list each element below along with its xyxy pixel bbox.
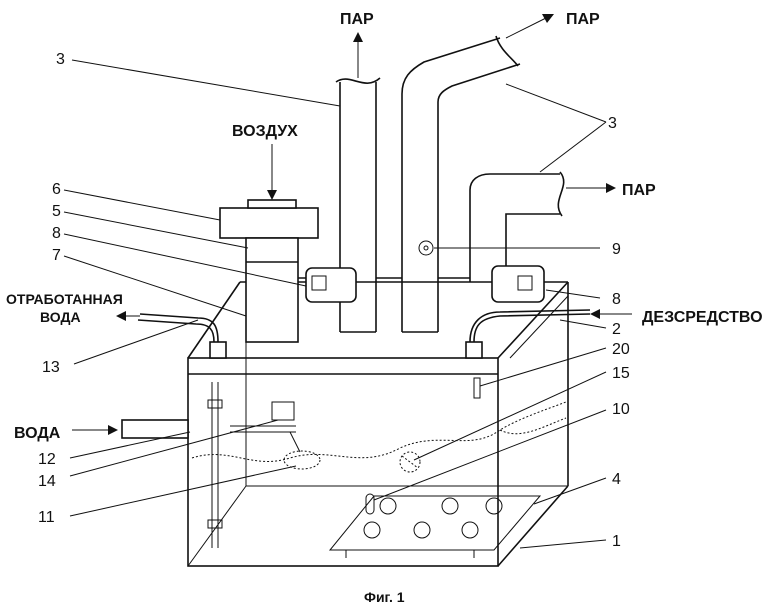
ref-14: 14 <box>38 473 56 490</box>
ref-6: 6 <box>52 181 61 198</box>
waste-hose <box>140 314 218 342</box>
leader-lines <box>64 60 606 548</box>
fan-icon <box>419 241 433 255</box>
ref-2: 2 <box>612 321 621 338</box>
fitting-20 <box>474 378 480 398</box>
arrow-icon <box>72 14 632 435</box>
filter-tray <box>330 496 540 558</box>
tank <box>188 282 568 566</box>
label-steam-top-right: ПАР <box>566 11 600 28</box>
ref-3b: 3 <box>608 115 617 132</box>
ref-12: 12 <box>38 451 56 468</box>
label-waste-water-2: ВОДА <box>40 309 81 325</box>
ref-8b: 8 <box>612 291 621 308</box>
ref-13: 13 <box>42 359 60 376</box>
ref-20: 20 <box>612 341 630 358</box>
connector-right <box>466 342 482 358</box>
ref-11: 11 <box>38 509 55 526</box>
ref-8a: 8 <box>52 225 61 242</box>
valve-right-8 <box>492 266 544 302</box>
ref-10: 10 <box>612 401 630 418</box>
ref-4: 4 <box>612 471 621 488</box>
ref-3a: 3 <box>56 51 65 68</box>
float-11 <box>284 451 320 469</box>
connector-left <box>210 342 226 358</box>
water-inlet-pipe <box>122 420 188 438</box>
ref-7: 7 <box>52 247 61 264</box>
ref-5: 5 <box>52 203 61 220</box>
valve-left-8 <box>306 268 356 302</box>
ref-15: 15 <box>612 365 630 382</box>
label-air: ВОЗДУХ <box>232 123 298 140</box>
level-probe <box>208 382 222 548</box>
label-waste-water-1: ОТРАБОТАННАЯ <box>6 291 123 307</box>
label-disinfectant: ДЕЗСРЕДСТВО <box>642 309 763 326</box>
disinfectant-hose <box>474 314 590 342</box>
label-steam-top: ПАР <box>340 11 374 28</box>
ref-1: 1 <box>612 533 621 550</box>
figure-caption: Фиг. 1 <box>364 589 405 605</box>
label-steam-right: ПАР <box>622 182 656 199</box>
ref-9: 9 <box>612 241 621 258</box>
label-water: ВОДА <box>14 425 61 442</box>
float-valve-14 <box>230 402 300 452</box>
